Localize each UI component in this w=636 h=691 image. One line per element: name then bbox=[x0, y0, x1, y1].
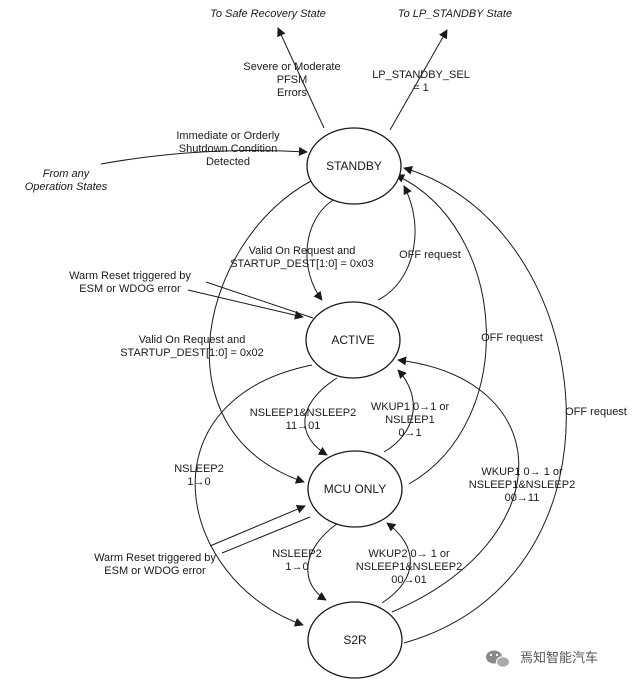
target-safe-recovery: To Safe Recovery State bbox=[210, 8, 326, 20]
label-valid-on-0x03-1: Valid On Request and bbox=[249, 245, 356, 257]
arrow-active-to-s2r bbox=[194, 364, 313, 627]
target-lp-standby: To LP_STANDBY State bbox=[398, 8, 512, 20]
arrow-standby-to-mcu-only bbox=[208, 179, 314, 484]
state-active-label: ACTIVE bbox=[331, 333, 374, 347]
label-wkup1-s2r-active-3: 00→11 bbox=[505, 492, 540, 504]
arrow-s2r-to-active bbox=[391, 356, 520, 613]
arrow-standby-to-safe-recovery bbox=[277, 27, 325, 129]
label-warm-reset-active-1: Warm Reset triggered by bbox=[69, 270, 191, 282]
arrow-warm-reset-to-active-2 bbox=[205, 281, 314, 319]
label-warm-reset-mcu-1: Warm Reset triggered by bbox=[94, 552, 216, 564]
arrow-warm-reset-to-mcu-only-2 bbox=[221, 516, 311, 554]
label-nsleep2-active-s2r-2: 1→0 bbox=[187, 476, 210, 488]
label-off-request-s2r: OFF request bbox=[565, 406, 627, 418]
label-from-any-1: From any bbox=[43, 168, 91, 180]
label-wkup2-s2r-mcu-2: NSLEEP1&NSLEEP2 bbox=[356, 561, 462, 573]
state-standby-circle bbox=[306, 127, 402, 205]
label-lp-standby-sel-1: LP_STANDBY_SEL bbox=[372, 69, 470, 81]
state-mcu-only-label: MCU ONLY bbox=[324, 482, 386, 496]
state-s2r-circle bbox=[307, 601, 403, 679]
arrow-mcu-only-to-standby bbox=[395, 174, 487, 485]
arrow-active-to-mcu-only bbox=[304, 377, 338, 456]
arrow-warm-reset-to-mcu-only bbox=[209, 504, 306, 547]
arrow-mcu-only-to-active bbox=[383, 369, 414, 453]
arrow-standby-to-active bbox=[306, 197, 337, 301]
label-from-any-2: Operation States bbox=[25, 181, 108, 193]
arrow-from-any-to-standby bbox=[100, 147, 308, 165]
label-valid-on-0x02-1: Valid On Request and bbox=[139, 334, 246, 346]
label-valid-on-0x03-2: STARTUP_DEST[1:0] = 0x03 bbox=[230, 258, 374, 270]
label-wkup1-mcu-active-3: 0→1 bbox=[398, 427, 421, 439]
arrow-s2r-to-standby bbox=[403, 165, 567, 644]
label-severe-errors-1: Severe or Moderate bbox=[243, 61, 340, 73]
arrow-s2r-to-mcu-only bbox=[381, 522, 411, 604]
label-wkup1-s2r-active-1: WKUP1 0→ 1 or bbox=[481, 466, 563, 478]
label-valid-on-0x02-2: STARTUP_DEST[1:0] = 0x02 bbox=[120, 347, 264, 359]
label-nsleep2-mcu-s2r-1: NSLEEP2 bbox=[272, 548, 322, 560]
wechat-icon bbox=[486, 650, 510, 668]
watermark: 焉知智能汽车 bbox=[486, 650, 598, 668]
label-warm-reset-mcu-2: ESM or WDOG error bbox=[104, 565, 206, 577]
arrow-active-to-standby bbox=[377, 185, 416, 301]
label-off-request-mcu: OFF request bbox=[481, 332, 543, 344]
label-nsleep-active-mcu-1: NSLEEP1&NSLEEP2 bbox=[250, 407, 356, 419]
arrow-standby-to-lp-standby bbox=[389, 29, 448, 131]
label-severe-errors-2: PFSM bbox=[277, 74, 308, 86]
state-mcu-only-circle bbox=[307, 450, 403, 528]
label-nsleep-active-mcu-2: 11→01 bbox=[286, 420, 321, 432]
label-lp-standby-sel-2: = 1 bbox=[413, 82, 429, 94]
label-wkup1-s2r-active-2: NSLEEP1&NSLEEP2 bbox=[469, 479, 575, 491]
label-shutdown-1: Immediate or Orderly bbox=[176, 130, 280, 142]
label-shutdown-2: Shutdown Condition bbox=[179, 143, 277, 155]
label-wkup2-s2r-mcu-3: 00→01 bbox=[391, 574, 426, 586]
label-wkup1-mcu-active-1: WKUP1 0→1 or bbox=[371, 401, 450, 413]
label-off-request-active: OFF request bbox=[399, 249, 461, 261]
label-wkup1-mcu-active-2: NSLEEP1 bbox=[385, 414, 435, 426]
watermark-text: 焉知智能汽车 bbox=[520, 650, 598, 666]
arrow-warm-reset-to-active bbox=[187, 289, 304, 320]
label-warm-reset-active-2: ESM or WDOG error bbox=[79, 283, 181, 295]
label-shutdown-3: Detected bbox=[206, 156, 250, 168]
state-s2r-label: S2R bbox=[343, 633, 367, 647]
label-severe-errors-3: Errors bbox=[277, 87, 307, 99]
label-nsleep2-mcu-s2r-2: 1→0 bbox=[285, 561, 308, 573]
label-wkup2-s2r-mcu-1: WKUP2 0→ 1 or bbox=[368, 548, 450, 560]
arrow-mcu-only-to-s2r bbox=[307, 522, 339, 601]
state-standby-label: STANDBY bbox=[326, 159, 382, 173]
label-nsleep2-active-s2r-1: NSLEEP2 bbox=[174, 463, 224, 475]
state-active-circle bbox=[305, 301, 401, 379]
